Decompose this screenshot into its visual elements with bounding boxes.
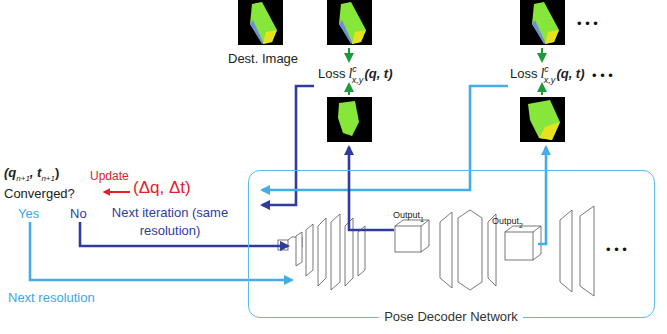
delta-label: (Δq, Δt) xyxy=(133,178,191,198)
resolution-label: Next resolution xyxy=(8,288,95,306)
rendered-image xyxy=(520,0,565,45)
loss-label: l xyxy=(348,66,352,81)
delta-label: (Δq, Δt) xyxy=(133,178,191,197)
loss-label: Losslcx,y(q, t) xyxy=(318,64,393,85)
yes-label: Yes xyxy=(18,204,39,222)
resolution-label: Next resolution xyxy=(8,290,95,305)
ellipsis: • • • xyxy=(577,16,598,31)
output-label: 1 xyxy=(420,216,424,223)
loss-label: l xyxy=(540,66,544,81)
pose-label: ) xyxy=(55,165,59,180)
loss-label: c xyxy=(544,64,549,74)
output-image xyxy=(520,97,565,142)
ellipsis: • • • xyxy=(592,66,613,84)
iteration-label: Next iteration (same resolution) xyxy=(106,203,234,240)
loss-label: x,y xyxy=(352,75,364,85)
output-label: Output2 xyxy=(492,210,523,230)
network-box: Pose Decoder Network xyxy=(248,170,655,318)
ellipsis: • • • xyxy=(577,14,598,32)
compare-arrow xyxy=(349,48,542,95)
converged-label: Converged? xyxy=(4,186,75,201)
iteration-label: Next iteration (same resolution) xyxy=(112,205,228,238)
converged-label: Converged? xyxy=(4,184,75,202)
loss-label: x,y xyxy=(544,75,556,85)
flow-arrows xyxy=(30,86,546,280)
loss-label: Losslcx,y(q, t) xyxy=(510,64,585,85)
rendered-image xyxy=(327,0,372,45)
update-label: Update xyxy=(90,166,129,184)
network-title: Pose Decoder Network xyxy=(379,309,523,324)
output-label: Output xyxy=(393,210,420,220)
pose-label: n+1 xyxy=(16,174,30,183)
image-caption: Dest. Image xyxy=(228,49,298,67)
yes-label: Yes xyxy=(18,206,39,221)
loss-label: (q, t) xyxy=(364,66,392,81)
loss-label: (q, t) xyxy=(556,66,584,81)
pose-label: (qn+1, tn+1) xyxy=(4,163,59,183)
loss-label: Loss xyxy=(318,66,345,81)
ellipsis: • • • xyxy=(606,242,627,257)
dest-image xyxy=(238,0,283,45)
output-label: Output1 xyxy=(393,204,424,224)
image-caption: Dest. Image xyxy=(228,51,298,66)
output-image xyxy=(327,97,372,142)
pose-label: n+1 xyxy=(41,174,55,183)
ellipsis: • • • xyxy=(592,68,613,83)
pose-label: (q xyxy=(4,165,16,180)
pose-label: , t xyxy=(30,165,42,180)
ellipsis: • • • xyxy=(606,240,627,258)
loss-label: c xyxy=(352,64,357,74)
no-label: No xyxy=(70,206,87,221)
update-label: Update xyxy=(90,169,129,183)
output-label: Output xyxy=(492,216,519,226)
loss-label: Loss xyxy=(510,66,537,81)
no-label: No xyxy=(70,204,87,222)
output-label: 2 xyxy=(519,222,523,229)
